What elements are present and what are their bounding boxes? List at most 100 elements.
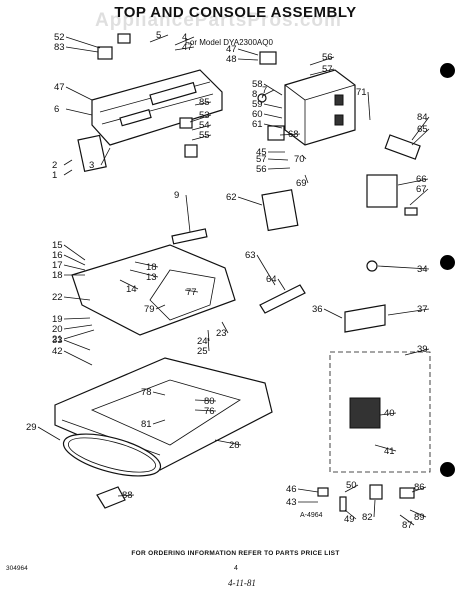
callout-leader — [261, 89, 275, 97]
control-box — [284, 69, 356, 146]
console-panel — [91, 69, 223, 146]
callout-8: 8 — [252, 89, 257, 100]
callout-leader — [63, 264, 86, 271]
callout-leader — [152, 391, 166, 396]
callout-leader — [237, 48, 259, 56]
callout-leader — [263, 113, 283, 119]
callout-40: 40 — [384, 408, 395, 419]
callout-leader — [207, 329, 210, 342]
callout-2: 2 — [52, 160, 57, 171]
callout-13: 13 — [146, 272, 157, 283]
callout-leader — [409, 188, 429, 206]
callout-leader — [297, 488, 319, 493]
callout-57: 57 — [256, 154, 267, 165]
callout-89: 89 — [414, 512, 425, 523]
callout-18: 18 — [52, 270, 63, 281]
callout-leader — [373, 499, 376, 518]
callout-69: 69 — [296, 178, 307, 189]
ordering-note: FOR ORDERING INFORMATION REFER TO PARTS … — [131, 550, 340, 557]
callout-leader — [399, 514, 415, 526]
callout-20: 20 — [52, 324, 63, 335]
callout-82: 82 — [362, 512, 373, 523]
callout-16: 16 — [52, 250, 63, 261]
gasket-29 — [62, 433, 162, 477]
callout-28: 28 — [229, 440, 240, 451]
part-47-48 — [259, 51, 277, 65]
callout-leader — [409, 509, 427, 518]
callout-37: 37 — [417, 304, 428, 315]
callout-leader — [174, 46, 195, 51]
callout-leader — [237, 58, 259, 61]
callout-66: 66 — [416, 174, 427, 185]
callout-5: 5 — [156, 30, 161, 41]
callout-leader — [191, 124, 212, 131]
callout-leader — [129, 269, 159, 278]
callout-29: 29 — [26, 422, 37, 433]
part-46 — [317, 487, 329, 497]
part-49 — [339, 496, 347, 512]
part-68 — [267, 125, 285, 141]
callout-70: 70 — [294, 154, 305, 165]
callout-85: 85 — [199, 97, 210, 108]
switch-85 — [179, 117, 193, 129]
callout-56: 56 — [256, 164, 267, 175]
callout-leader — [256, 254, 276, 286]
callout-84: 84 — [417, 112, 428, 123]
callout-88: 88 — [122, 490, 133, 501]
callout-67: 67 — [416, 184, 427, 195]
callout-15: 15 — [52, 240, 63, 251]
callout-leader — [119, 279, 139, 290]
callout-17: 17 — [52, 260, 63, 271]
cover-62 — [261, 189, 299, 232]
callout-63: 63 — [245, 250, 256, 261]
callout-leader — [367, 91, 371, 121]
document-number: 304964 — [6, 565, 28, 572]
callout-52: 52 — [54, 32, 65, 43]
callout-leader — [194, 409, 217, 412]
part-84-65 — [384, 134, 421, 160]
part-67 — [404, 207, 418, 216]
callout-leader — [63, 339, 91, 351]
callout-leader — [63, 329, 95, 340]
callout-leader — [117, 494, 135, 497]
callout-leader — [63, 169, 73, 176]
callout-79: 79 — [144, 304, 155, 315]
binder-hole-bottom — [440, 462, 455, 477]
part-block-83 — [97, 46, 113, 60]
callout-59: 59 — [252, 99, 263, 110]
callout-23: 23 — [216, 328, 227, 339]
part-clip-52 — [117, 33, 131, 44]
callout-leader — [309, 56, 335, 66]
watermark: AppliancePartsPros.com — [95, 10, 342, 31]
callout-leader — [263, 123, 283, 129]
callout-47: 47 — [182, 42, 193, 53]
callout-43: 43 — [286, 497, 297, 508]
callout-14: 14 — [126, 284, 137, 295]
part-34 — [366, 260, 378, 272]
callout-leader — [191, 134, 212, 141]
callout-leader — [207, 337, 210, 352]
callout-49: 49 — [344, 514, 355, 525]
handle-9 — [171, 228, 208, 245]
callout-leader — [279, 133, 301, 136]
callout-53: 53 — [199, 110, 210, 121]
end-cap — [77, 134, 107, 173]
callout-22: 22 — [52, 292, 63, 303]
callout-leader — [323, 308, 343, 319]
callout-leader — [174, 36, 195, 46]
callout-leader — [65, 108, 93, 116]
callout-leader — [63, 159, 73, 166]
bracket-37 — [344, 304, 386, 333]
callout-leader — [237, 196, 263, 206]
callout-3: 3 — [89, 160, 94, 171]
callout-leader — [387, 308, 430, 316]
callout-1: 1 — [52, 170, 57, 181]
callout-leader — [152, 419, 166, 425]
callout-leader — [185, 194, 191, 233]
callout-leader — [301, 154, 307, 160]
callout-leader — [411, 486, 427, 493]
callout-36: 36 — [312, 304, 323, 315]
callout-leader — [37, 426, 61, 441]
